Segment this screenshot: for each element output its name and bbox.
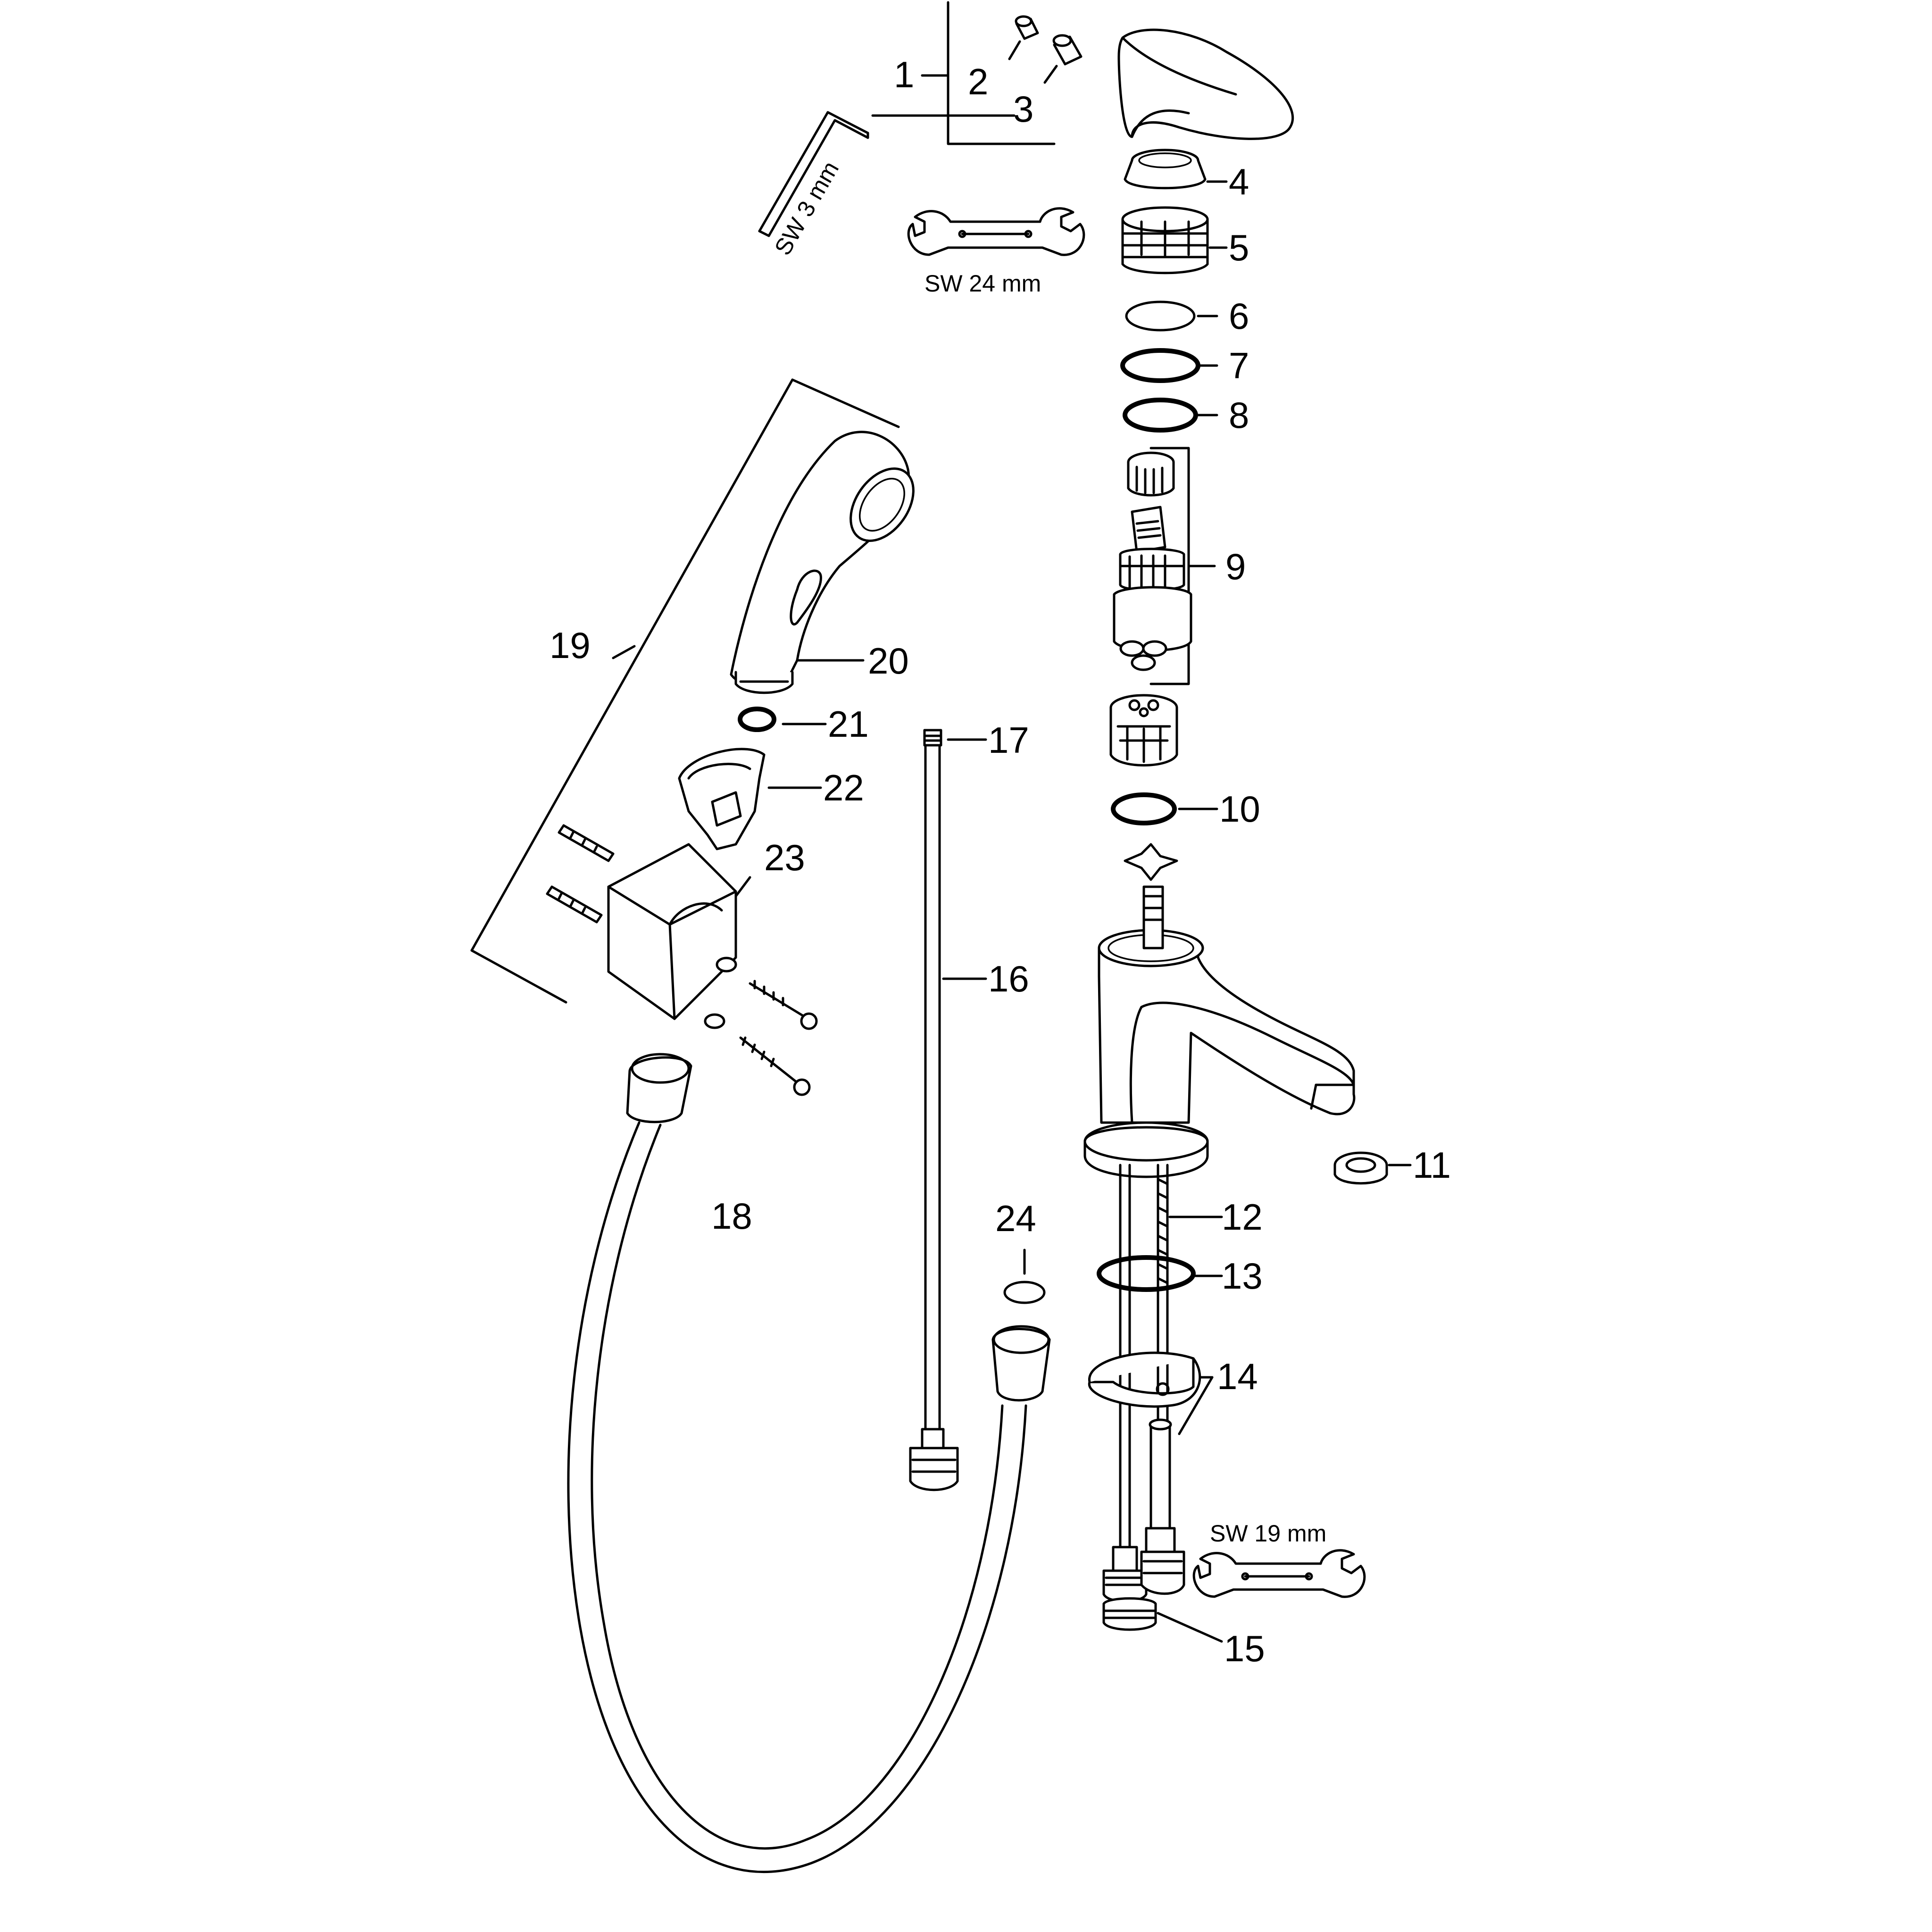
aerator-11: [1333, 1151, 1388, 1185]
callout-9: 9: [1225, 546, 1246, 587]
washer-21: [738, 707, 776, 732]
group-19-bracket: [470, 378, 900, 952]
shower-hose-18: [567, 1053, 1051, 1874]
group-19-bracket-bottom: [470, 949, 567, 1004]
callout-11: 11: [1413, 1144, 1451, 1186]
right-leaders: [1157, 180, 1412, 1643]
callout-10: 10: [1219, 788, 1260, 830]
callout-19: 19: [550, 625, 591, 666]
washer-24: [1003, 1281, 1046, 1304]
o-ring-7: [1120, 348, 1200, 383]
callout-2: 2: [968, 61, 988, 102]
callout-5: 5: [1229, 227, 1249, 268]
threaded-nut-5: [1121, 206, 1209, 275]
callout-3a: 3: [1013, 88, 1033, 130]
wrench-24mm-tool: [907, 207, 1085, 256]
callout-22: 22: [823, 767, 864, 808]
insert-3: [1052, 34, 1083, 66]
callout-23: 23: [764, 837, 805, 878]
callout-7: 7: [1229, 345, 1249, 386]
callout-8: 8: [1229, 394, 1249, 436]
callout-4: 4: [1229, 161, 1249, 202]
star-clip: [1124, 843, 1178, 881]
o-ring-10: [1111, 792, 1177, 825]
connection-hoses-15: [1102, 1527, 1185, 1631]
callout-17: 17: [988, 719, 1029, 761]
grub-screw-2: [1015, 15, 1039, 40]
cartridge-9: [1113, 451, 1192, 671]
callout-20: 20: [868, 640, 909, 682]
callout-labels: 1 2 3 3 4 5 6 7 8 9 10 11 12 13 14 15 16…: [550, 54, 1451, 1669]
holder-clip-22: [678, 748, 766, 850]
callout-15: 15: [1224, 1628, 1265, 1669]
callout-16: 16: [988, 958, 1029, 999]
leader-23: [734, 876, 751, 898]
lever-handle: [1117, 28, 1294, 140]
callout-6: 6: [1229, 295, 1249, 337]
wall-plugs: [546, 824, 615, 924]
hex-key-label: SW 3 mm: [769, 157, 844, 259]
leader-3: [1043, 65, 1058, 84]
wrench-19mm-tool: [1192, 1549, 1366, 1598]
diverter-insert: [1109, 694, 1178, 766]
callout-1: 1: [894, 54, 914, 95]
callout-21: 21: [828, 703, 869, 745]
wrench-bottom-label: SW 19 mm: [1210, 1520, 1326, 1547]
mounting-assembly: [1088, 1164, 1201, 1558]
wall-bracket-23: [607, 843, 737, 1020]
callout-18: 18: [711, 1195, 752, 1237]
group-1-bracket: [921, 1, 1056, 145]
cover-cap-4: [1124, 149, 1207, 190]
callout-24: 24: [995, 1198, 1036, 1239]
o-ring-6: [1125, 300, 1196, 332]
leader-2: [1008, 40, 1021, 60]
wrench-top-label: SW 24 mm: [924, 270, 1041, 297]
callout-13: 13: [1222, 1255, 1263, 1297]
leader-19: [612, 645, 636, 659]
mixer-body: [1083, 885, 1356, 1178]
o-ring-8: [1123, 398, 1198, 433]
screws: [704, 980, 818, 1096]
callout-14: 14: [1217, 1356, 1258, 1397]
flexible-hose-16: [909, 729, 959, 1491]
hex-key-tool: [758, 111, 869, 237]
callout-12: 12: [1222, 1196, 1263, 1238]
